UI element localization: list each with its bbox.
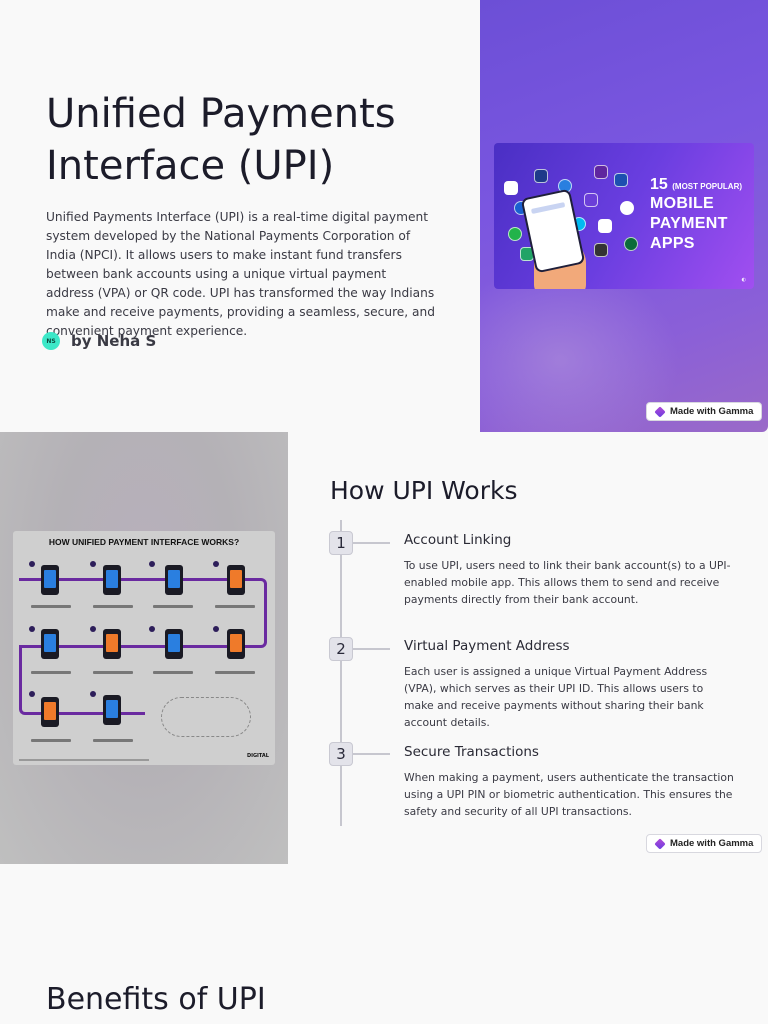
upi-infographic-image: HOW UNIFIED PAYMENT INTERFACE WORKS? [13, 531, 275, 765]
phone-illustration [103, 629, 121, 659]
made-with-gamma-badge[interactable]: Made with Gamma [646, 402, 763, 421]
digital-logo: DIGITAL [246, 753, 269, 759]
caption-line [31, 605, 71, 608]
timeline-line [340, 520, 342, 826]
hero-image-panel: 15 (MOST POPULAR) MOBILE PAYMENT APPS ◐ [480, 0, 768, 432]
step-heading: Secure Transactions [404, 744, 539, 760]
caption-line [93, 739, 133, 742]
step-connector [353, 753, 390, 755]
step-text: To use UPI, users need to link their ban… [404, 559, 731, 606]
author-byline: NS by Neha S [42, 332, 156, 350]
section-title: How UPI Works [330, 476, 518, 505]
step-dot [29, 626, 35, 632]
phone-illustration [165, 629, 183, 659]
network-illustration [161, 697, 251, 737]
footnote-line [19, 759, 149, 761]
caption-line [215, 605, 255, 608]
step-dot [29, 561, 35, 567]
app-icon [504, 181, 518, 195]
promo-heading-line3: PAYMENT [650, 215, 728, 232]
app-icon [620, 201, 634, 215]
slide-intro: Unified Payments Interface (UPI) Unified… [0, 0, 768, 432]
step-dot [149, 561, 155, 567]
step-text: When making a payment, users authenticat… [404, 771, 734, 818]
mobile-payment-apps-image: 15 (MOST POPULAR) MOBILE PAYMENT APPS ◐ [494, 143, 754, 289]
step-dot [149, 626, 155, 632]
paypal-icon [534, 169, 548, 183]
author-name: by Neha S [71, 332, 157, 350]
phone-illustration [41, 629, 59, 659]
step-number-2: 2 [329, 637, 353, 661]
app-icon [614, 173, 628, 187]
step-connector [353, 542, 390, 544]
app-icon [624, 237, 638, 251]
phone-illustration [227, 629, 245, 659]
phone-illustration [227, 565, 245, 595]
slide-how-upi-works: HOW UNIFIED PAYMENT INTERFACE WORKS? [0, 432, 768, 864]
phone-illustration [103, 695, 121, 725]
promo-subtitle: (MOST POPULAR) [672, 182, 743, 191]
promo-heading-line2: MOBILE [650, 195, 715, 212]
page-title: Unified Payments Interface (UPI) [46, 91, 396, 189]
caption-line [153, 605, 193, 608]
step-dot [213, 561, 219, 567]
infographic-panel: HOW UNIFIED PAYMENT INTERFACE WORKS? [0, 432, 288, 864]
phone-illustration [41, 565, 59, 595]
gamma-logo-icon [654, 837, 666, 850]
benefits-title: Benefits of UPI [46, 982, 266, 1017]
app-icon [584, 193, 598, 207]
phone-illustration [165, 565, 183, 595]
phonepe-icon [594, 165, 608, 179]
caption-line [153, 671, 193, 674]
flow-path [19, 645, 145, 715]
step-dot [90, 561, 96, 567]
app-icon [594, 243, 608, 257]
promo-number: 15 [650, 176, 668, 193]
phone-illustration [41, 697, 59, 727]
avatar: NS [42, 332, 60, 350]
step-number-1: 1 [329, 531, 353, 555]
made-with-gamma-badge[interactable]: Made with Gamma [646, 834, 763, 853]
infographic-title: HOW UNIFIED PAYMENT INTERFACE WORKS? [48, 537, 240, 547]
phone-illustration [103, 565, 121, 595]
gamma-logo-icon [654, 405, 666, 418]
step-dot [29, 691, 35, 697]
badge-label: Made with Gamma [670, 838, 754, 849]
step-heading: Virtual Payment Address [404, 638, 570, 654]
step-connector [353, 648, 390, 650]
badge-label: Made with Gamma [670, 406, 754, 417]
apple-pay-icon [598, 219, 612, 233]
caption-line [215, 671, 255, 674]
step-dot [213, 626, 219, 632]
step-dot [90, 626, 96, 632]
promo-heading-line1: 15 (MOST POPULAR) [650, 176, 742, 194]
caption-line [31, 671, 71, 674]
promo-heading-line4: APPS [650, 235, 695, 252]
step-dot [90, 691, 96, 697]
caption-line [93, 605, 133, 608]
caption-line [93, 671, 133, 674]
intro-description: Unified Payments Interface (UPI) is a re… [46, 210, 435, 338]
caption-line [31, 739, 71, 742]
step-text: Each user is assigned a unique Virtual P… [404, 665, 708, 729]
step-heading: Account Linking [404, 532, 512, 548]
step-number-3: 3 [329, 742, 353, 766]
app-icon [508, 227, 522, 241]
promo-brand-logo: ◐ [741, 277, 746, 283]
